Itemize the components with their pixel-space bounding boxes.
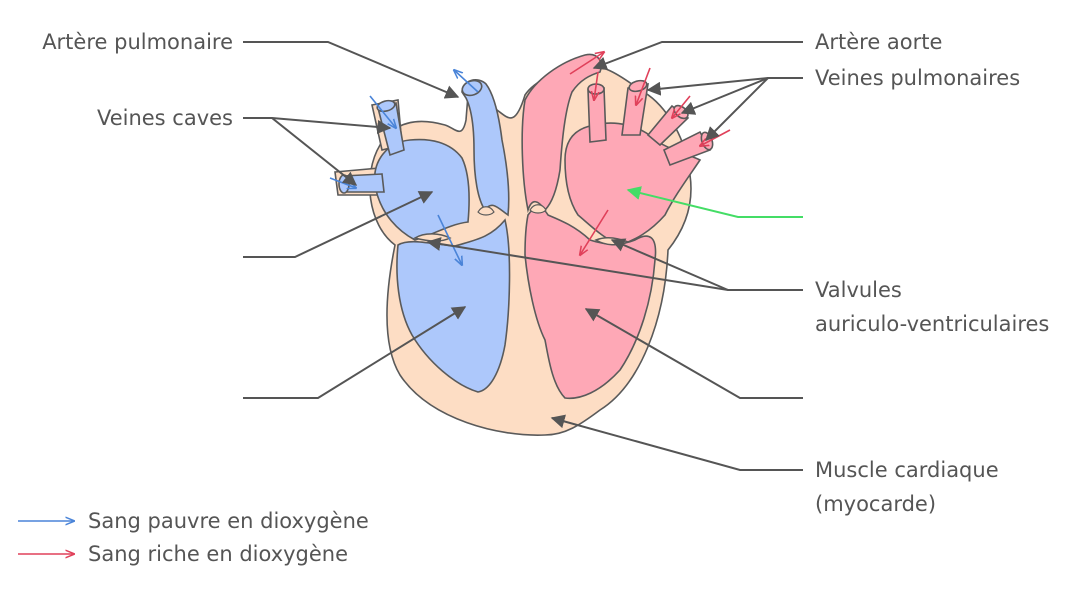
leader-left-atrium xyxy=(626,186,803,218)
pulmonary-vein-1 xyxy=(587,87,607,143)
flow-arrow-rich-1 xyxy=(569,52,604,75)
leader-venae-cavae-2 xyxy=(271,117,358,186)
leader-muscle xyxy=(550,414,803,471)
flow-arrow-rich-6 xyxy=(580,209,609,255)
leader-venae-cavae-1 xyxy=(243,117,392,134)
leader-right-ventricle xyxy=(243,306,467,399)
flow-arrow-rich-2 xyxy=(594,71,598,100)
leader-pulmonary-artery xyxy=(243,41,460,99)
label-muscle-line2: (myocarde) xyxy=(815,492,936,516)
leader-lines xyxy=(243,41,803,471)
labels: Artère pulmonaire Artère aorte Veines pu… xyxy=(42,30,1049,516)
vena-cava-superior-opening xyxy=(376,99,396,113)
flow-arrow-poor-4 xyxy=(454,70,479,93)
leader-pulmonary-veins-1 xyxy=(646,77,803,96)
label-pulmonary-artery: Artère pulmonaire xyxy=(42,30,233,54)
legend-label-poor: Sang pauvre en dioxygène xyxy=(88,509,369,533)
leader-aorta xyxy=(592,41,803,71)
pulmonary-valve xyxy=(477,206,495,216)
flow-arrow-rich-3 xyxy=(636,67,651,105)
label-valves-line2: auriculo-ventriculaires xyxy=(815,312,1049,336)
right-heart xyxy=(338,79,511,393)
flow-arrow-poor-1 xyxy=(369,95,396,128)
aorta xyxy=(521,53,602,214)
pulmonary-artery xyxy=(461,79,510,217)
leader-pulmonary-veins-3 xyxy=(705,77,769,141)
leader-pulmonary-veins-2 xyxy=(680,77,769,115)
label-venae-cavae: Veines caves xyxy=(97,106,233,130)
label-aorta: Artère aorte xyxy=(815,30,942,54)
right-ventricle xyxy=(396,218,511,393)
aortic-valve xyxy=(529,204,547,214)
label-muscle-line1: Muscle cardiaque xyxy=(815,458,999,482)
leader-left-ventricle xyxy=(584,308,803,399)
flow-arrow-poor-3 xyxy=(437,214,462,265)
legend-label-rich: Sang riche en dioxygène xyxy=(88,542,348,566)
label-valves-line1: Valvules xyxy=(815,278,902,302)
left-ventricle xyxy=(524,206,657,400)
legend: Sang pauvre en dioxygène Sang riche en d… xyxy=(18,509,369,566)
leader-right-atrium xyxy=(243,191,434,258)
leader-valves-2 xyxy=(610,238,729,291)
label-pulmonary-veins: Veines pulmonaires xyxy=(815,66,1020,90)
